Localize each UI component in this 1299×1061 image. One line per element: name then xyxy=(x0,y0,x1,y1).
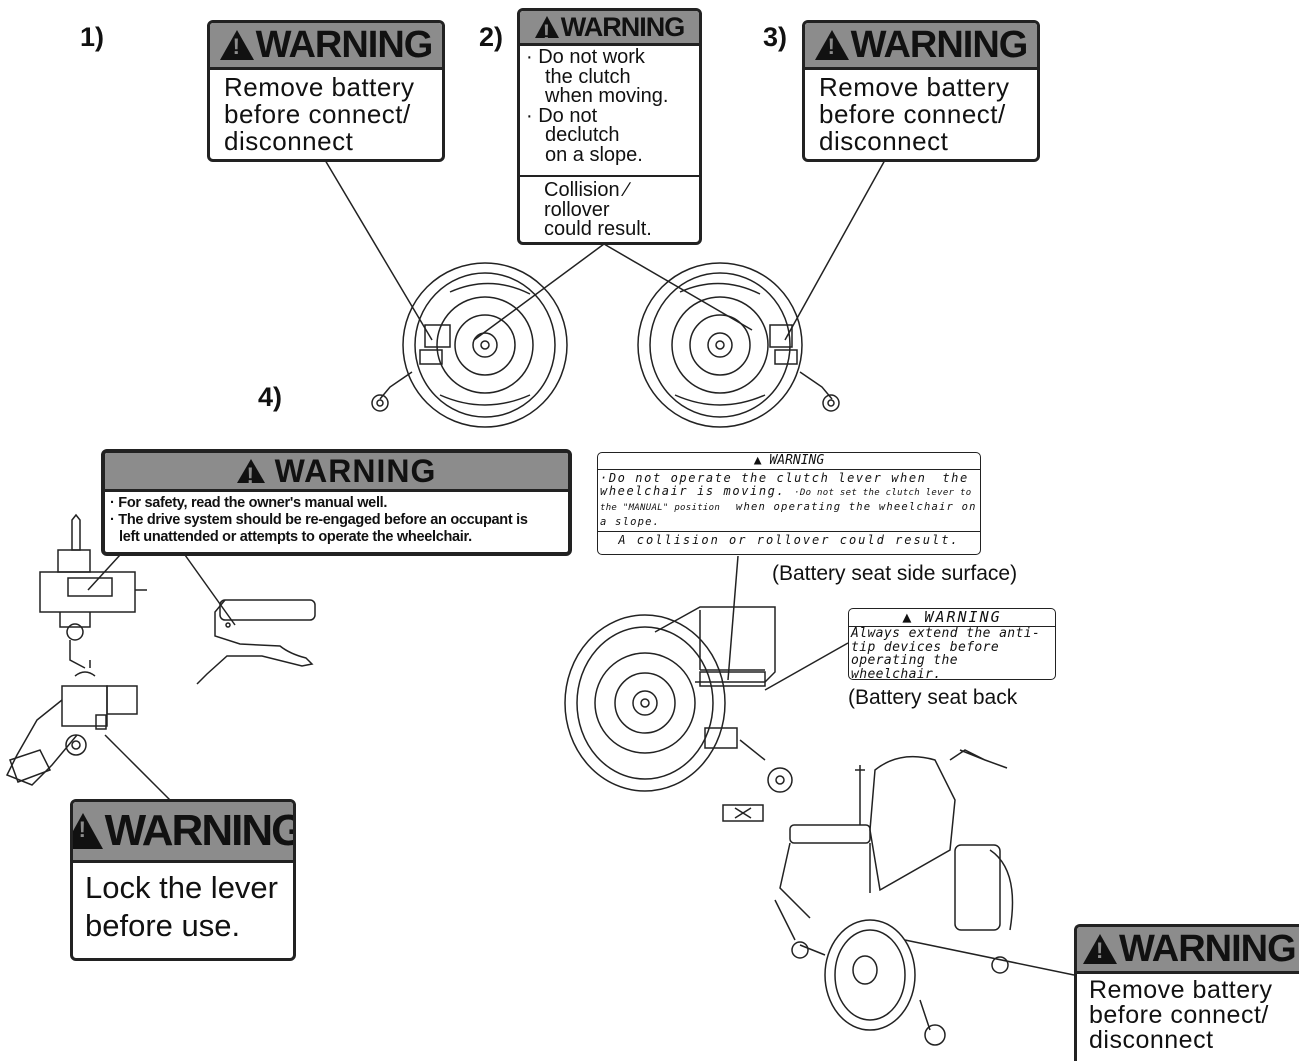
label-line: before use. xyxy=(85,908,241,943)
label-line: · Do not work xyxy=(526,46,645,68)
wheel-left-drawing xyxy=(371,262,568,428)
caption-battery-seat-back: (Battery seat back xyxy=(848,686,1018,709)
warning-label-1: WARNING Remove battery before connect/ d… xyxy=(207,20,445,162)
label-line: Remove battery xyxy=(1089,976,1273,1004)
label-footer-line: could result. xyxy=(544,218,652,240)
caption-battery-seat-side: (Battery seat side surface) xyxy=(772,562,1018,585)
warning-header-text: WARNING xyxy=(1119,927,1297,970)
label-line: before connect/ xyxy=(819,99,1006,129)
label-line: before connect/ xyxy=(1089,1001,1269,1029)
label-number-1: 1) xyxy=(80,22,105,52)
warning-header-text: WARNING xyxy=(924,608,1002,626)
label-number-2: 2) xyxy=(479,22,504,52)
warning-header-text: WARNING xyxy=(104,806,296,855)
warning-triangle-icon xyxy=(814,30,849,60)
label-line: before connect/ xyxy=(224,99,411,129)
leader-line-5 xyxy=(104,734,176,806)
leader-line-7 xyxy=(764,642,849,691)
label-footer-line: Collision ∕ xyxy=(544,179,629,201)
warning-label-6: ▲ WARNING ·Do not operate the clutch lev… xyxy=(597,452,981,555)
warning-header-text: WARNING xyxy=(850,23,1029,66)
hand-lever-drawing xyxy=(196,599,316,685)
label-line: the wheelchair. xyxy=(851,653,958,682)
label-line: ·Do not set the clutch lever to the "MAN… xyxy=(600,488,972,513)
warning-header: ▲ WARNING xyxy=(598,453,980,470)
warning-header-text: WARNING xyxy=(560,11,685,42)
warning-label-4: WARNING · For safety, read the owner's m… xyxy=(101,449,572,556)
label-footer-line: A collision or rollover could result. xyxy=(598,531,980,549)
warning-label-8: WARNING Remove battery before connect/ d… xyxy=(1074,924,1299,1061)
label-line: when operating the wheelchair on a slope… xyxy=(600,501,977,528)
warning-header: WARNING xyxy=(210,23,442,70)
warning-triangle-icon xyxy=(534,16,559,46)
label-line: devices before operating xyxy=(851,639,1000,668)
leader-line-3 xyxy=(784,159,886,341)
label-line: Always extend the anti-tip xyxy=(851,626,1041,655)
warning-header: WARNING xyxy=(805,23,1037,70)
warning-header: WARNING xyxy=(73,802,293,863)
label-line: disconnect xyxy=(224,126,354,156)
warning-triangle-icon xyxy=(1083,934,1117,964)
label-line: Remove battery xyxy=(224,72,415,102)
warning-label-2: WARNING · Do not work the clutch when mo… xyxy=(517,8,702,245)
label-line: Remove battery xyxy=(819,72,1010,102)
label-line: · For safety, read the owner's manual we… xyxy=(110,495,388,511)
wheelchair-drawing xyxy=(774,749,1014,1046)
label-line: disconnect xyxy=(1089,1026,1214,1054)
leader-line-1 xyxy=(324,159,433,341)
warning-header: WARNING xyxy=(520,11,699,46)
warning-header: WARNING xyxy=(1077,927,1299,974)
wheel-right-drawing xyxy=(637,262,840,428)
warning-label-5: WARNING Lock the lever before use. xyxy=(70,799,296,961)
label-line: Lock the lever xyxy=(85,870,278,905)
label-line: disconnect xyxy=(819,126,949,156)
warning-header-text: WARNING xyxy=(769,453,825,468)
label-line: when moving. xyxy=(545,85,669,107)
warning-header: WARNING xyxy=(105,453,568,492)
label-line: · The drive system should be re-engaged … xyxy=(110,512,528,528)
label-footer-line: rollover xyxy=(544,198,610,221)
warning-triangle-icon xyxy=(236,459,265,489)
warning-triangle-icon: ▲ xyxy=(753,453,762,468)
wheel-side-drawing xyxy=(564,606,793,822)
leader-line-8 xyxy=(904,939,1075,976)
label-line: the clutch xyxy=(545,65,631,88)
warning-triangle-icon xyxy=(73,813,103,849)
warning-triangle-icon: ▲ xyxy=(902,608,914,626)
warning-header: ▲ WARNING xyxy=(849,609,1055,627)
warning-label-7: ▲ WARNING Always extend the anti-tip dev… xyxy=(848,608,1056,682)
label-line: on a slope. xyxy=(545,143,643,166)
label-line: left unattended or attempts to operate t… xyxy=(119,529,472,545)
warning-header-text: WARNING xyxy=(274,452,437,489)
warning-label-3: WARNING Remove battery before connect/ d… xyxy=(802,20,1040,162)
warning-header-text: WARNING xyxy=(255,23,434,66)
controller-drawing xyxy=(5,513,147,786)
label-line: · Do not xyxy=(526,104,598,127)
leader-line-6 xyxy=(727,555,739,681)
leader-line-2a xyxy=(473,243,605,341)
label-line: declutch xyxy=(545,124,620,146)
label-number-3: 3) xyxy=(763,22,788,52)
warning-triangle-icon xyxy=(219,30,254,60)
label-number-4: 4) xyxy=(258,382,283,412)
leader-line-4 xyxy=(184,554,236,626)
label-line: the wheelchair is moving. xyxy=(600,471,969,498)
label-line: ·Do not operate the clutch lever when xyxy=(600,471,927,485)
